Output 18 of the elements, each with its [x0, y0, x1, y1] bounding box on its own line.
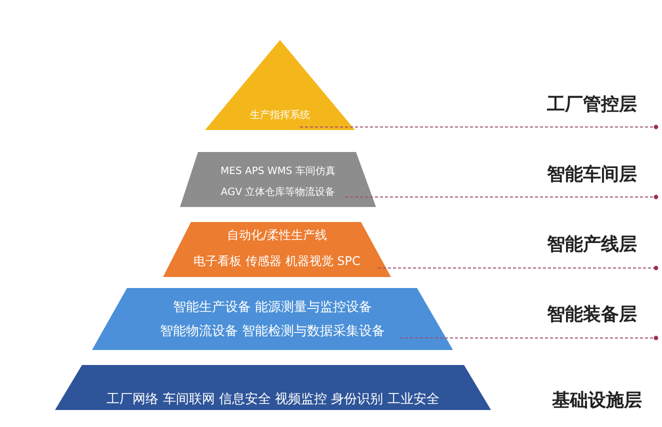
layer-text: 智能生产设备 能源测量与监控设备 [172, 300, 374, 316]
layer-name: 智能产线层 [547, 233, 637, 256]
layer-text: 工厂网络 车间联网 信息安全 视频监控 身份识别 工业安全 [106, 392, 440, 408]
layer-name: 智能装备层 [547, 303, 637, 326]
layer-name: 工厂管控层 [547, 93, 637, 116]
pyramid-layer [55, 365, 491, 410]
pyramid-apex [205, 40, 355, 130]
layer-text: 智能物流设备 智能检测与数据采集设备 [158, 324, 386, 340]
pyramid-layer [92, 288, 453, 350]
pyramid-layer [163, 222, 391, 277]
layer-text: MES APS WMS 车间仿真 [220, 166, 336, 178]
layer-text: 自动化/柔性生产线 [226, 228, 328, 242]
layer-name: 智能车间层 [547, 163, 637, 186]
layer-text: AGV 立体仓库等物流设备 [220, 187, 336, 199]
pyramid-layer [180, 152, 376, 207]
layer-text: 电子看板 传感器 机器视觉 SPC [192, 254, 362, 268]
layer-text: 生产指挥系统 [249, 110, 311, 122]
layer-name: 基础设施层 [552, 389, 642, 412]
